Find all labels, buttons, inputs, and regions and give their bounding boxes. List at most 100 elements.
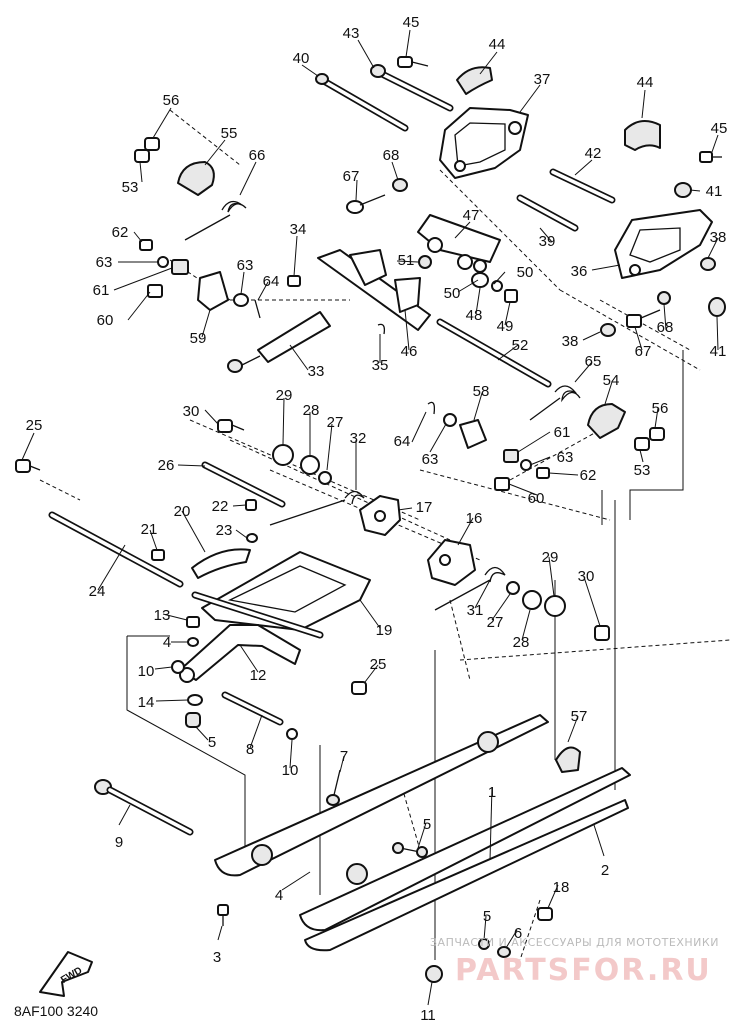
bolt-49 xyxy=(504,289,518,303)
washer-63-left xyxy=(157,256,169,268)
callout-18: 18 xyxy=(553,879,570,896)
bolt-53-top xyxy=(134,149,150,163)
callout-11: 11 xyxy=(420,1007,436,1024)
block-16 xyxy=(427,539,476,586)
bolt-67-right xyxy=(626,309,661,328)
callout-28-left: 28 xyxy=(303,402,320,419)
callout-26: 26 xyxy=(158,457,175,474)
callout-50-left: 50 xyxy=(444,285,461,302)
block-61-mid xyxy=(503,449,519,463)
callout-63-c: 63 xyxy=(422,451,439,468)
callout-24: 24 xyxy=(89,583,106,600)
spring-65 xyxy=(529,385,581,421)
callout-53-top: 53 xyxy=(122,179,139,196)
callout-64-mid: 64 xyxy=(394,433,411,450)
callout-28-right: 28 xyxy=(513,634,530,651)
callout-63-left: 63 xyxy=(96,254,113,271)
collar-48 xyxy=(471,272,489,288)
forward-arrow-icon: FWD xyxy=(39,951,93,997)
callout-36: 36 xyxy=(571,263,588,280)
callout-29-left: 29 xyxy=(276,387,293,404)
callout-56-right: 56 xyxy=(652,400,669,417)
bolt-67-top xyxy=(346,194,386,214)
bolt-25-left xyxy=(15,459,41,473)
nut-11 xyxy=(425,965,443,983)
nut-68-right xyxy=(657,291,671,305)
callout-13: 13 xyxy=(154,607,171,624)
washer-27-right xyxy=(506,581,520,595)
watermark-logo: PARTSFOR.RU xyxy=(455,953,712,988)
callout-63-mid: 63 xyxy=(237,257,254,274)
callout-41-right: 41 xyxy=(710,343,727,360)
callout-14: 14 xyxy=(138,694,155,711)
bolt-3 xyxy=(217,904,229,926)
collar-28-right xyxy=(522,590,542,610)
callout-4-mid: 4 xyxy=(163,634,171,651)
bolt-34 xyxy=(287,275,301,287)
bolt-53-right xyxy=(634,437,650,451)
washer-27-left xyxy=(318,471,332,485)
callout-52: 52 xyxy=(512,337,529,354)
callout-1: 1 xyxy=(488,784,496,801)
callout-30-left: 30 xyxy=(183,403,200,420)
pin-35 xyxy=(377,323,386,335)
callout-31: 31 xyxy=(467,602,484,619)
collar-28-left xyxy=(300,455,320,475)
shock-33 xyxy=(227,311,331,373)
bolt-62-mid xyxy=(536,467,550,479)
washer-4-mid xyxy=(187,637,199,647)
callout-10-left: 10 xyxy=(138,663,155,680)
pin-64-top xyxy=(254,299,261,319)
callout-4-ski: 4 xyxy=(275,887,283,904)
callout-49: 49 xyxy=(497,318,514,335)
bracket-36 xyxy=(614,209,713,279)
callout-41-top: 41 xyxy=(706,183,723,200)
leader-lines xyxy=(21,29,719,1006)
callout-2: 2 xyxy=(601,862,609,879)
collar-29-right xyxy=(544,595,566,617)
callout-38-left: 38 xyxy=(562,333,579,350)
callout-9: 9 xyxy=(115,834,123,851)
bracket-59 xyxy=(197,271,229,311)
callout-17: 17 xyxy=(416,499,433,516)
callout-labels: 45 43 44 40 37 44 56 55 45 66 68 42 53 6… xyxy=(26,14,728,1024)
nut-68-top xyxy=(392,178,408,192)
callout-48: 48 xyxy=(466,307,483,324)
callout-21: 21 xyxy=(141,521,158,538)
assembly-lines xyxy=(39,109,731,961)
rod-40 xyxy=(315,73,409,132)
callout-6: 6 xyxy=(514,925,522,942)
callout-66: 66 xyxy=(249,147,266,164)
bolt-45-right xyxy=(699,151,722,163)
washer-63-d xyxy=(520,459,532,471)
callout-12: 12 xyxy=(250,667,267,684)
bolt-56-top xyxy=(144,137,160,151)
callout-30-right: 30 xyxy=(578,568,595,585)
bolt-22 xyxy=(245,499,257,511)
callout-53-right: 53 xyxy=(634,462,651,479)
callout-58: 58 xyxy=(473,383,490,400)
callout-42: 42 xyxy=(585,145,602,162)
bolt-62-top xyxy=(139,239,153,251)
block-54 xyxy=(587,403,626,439)
callout-33: 33 xyxy=(308,363,325,380)
bolt-60-mid xyxy=(494,477,510,491)
bolt-18 xyxy=(537,907,553,921)
callout-50-right: 50 xyxy=(517,264,534,281)
callout-62-top: 62 xyxy=(112,224,129,241)
bolt-45-top xyxy=(397,56,429,68)
washer-14 xyxy=(187,694,203,706)
callout-67-top: 67 xyxy=(343,168,360,185)
arm-12 xyxy=(179,624,301,683)
callout-32: 32 xyxy=(350,430,367,447)
callout-22: 22 xyxy=(212,498,229,515)
callout-27-left: 27 xyxy=(327,414,344,431)
block-55 xyxy=(177,161,215,196)
cap-44-top xyxy=(456,66,493,95)
callout-47: 47 xyxy=(463,207,480,224)
washer-50 xyxy=(491,280,503,292)
callout-61-top: 61 xyxy=(93,282,110,299)
block-58 xyxy=(459,419,487,449)
callout-5-bottom: 5 xyxy=(483,908,491,925)
